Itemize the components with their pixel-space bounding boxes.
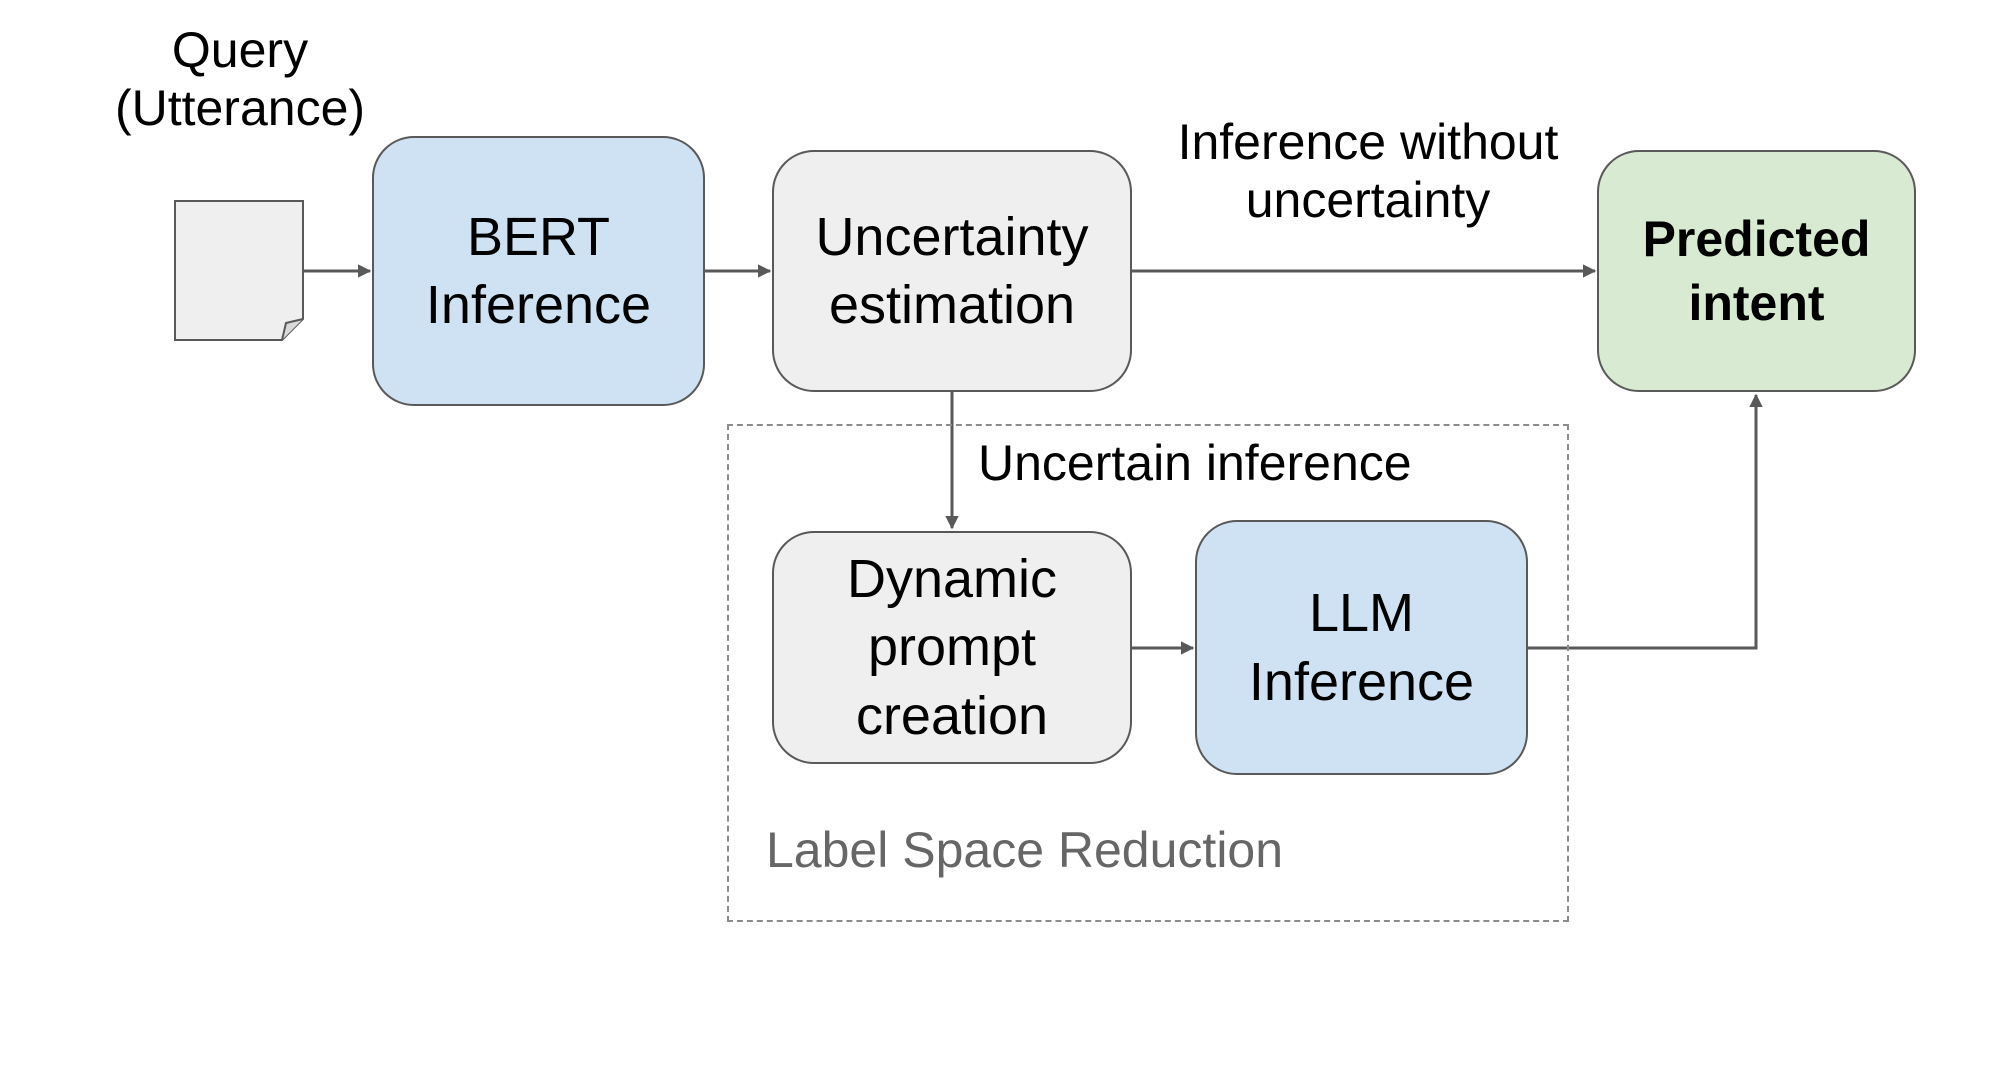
dynamic-line2: prompt	[867, 617, 1037, 678]
bert-line1: BERT	[466, 206, 611, 267]
dynamic-prompt-creation-node: Dynamic prompt creation	[772, 531, 1132, 764]
uncertainty-line2: estimation	[828, 275, 1076, 335]
uncertainty-estimation-node: Uncertainty estimation	[772, 150, 1132, 392]
predicted-line1: Predicted	[1642, 211, 1871, 267]
llm-inference-node: LLM Inference	[1195, 520, 1528, 775]
group-label: Label Space Reduction	[766, 822, 1284, 878]
bert-inference-node: BERT Inference	[372, 136, 705, 406]
predicted-line2: intent	[1688, 275, 1825, 331]
llm-line2: Inference	[1248, 651, 1475, 712]
edge-label-uncertain-inference: Uncertain inference	[978, 435, 1412, 491]
bert-line2: Inference	[425, 275, 652, 335]
document-icon	[174, 200, 304, 341]
dynamic-line3: creation	[855, 685, 1049, 746]
dynamic-line1: Dynamic	[846, 549, 1058, 610]
llm-line1: LLM	[1308, 583, 1415, 644]
predicted-intent-node: Predicted intent	[1597, 150, 1916, 392]
arrow-llm-to-predicted	[1526, 393, 1763, 650]
query-label: Query (Utterance)	[114, 22, 366, 136]
label-space-reduction-group	[727, 424, 1569, 922]
edge-label-inference-without-uncertainty: Inference without uncertainty	[1177, 114, 1559, 228]
uncertainty-line1: Uncertainty	[815, 206, 1089, 267]
